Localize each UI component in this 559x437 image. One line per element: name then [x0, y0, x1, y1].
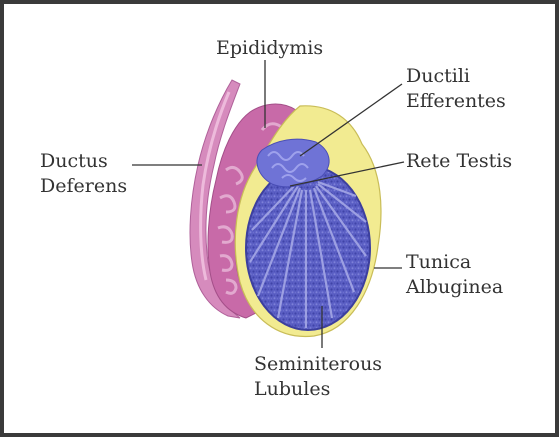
lobule-septa [249, 180, 367, 328]
label-rete-testis: Rete Testis [406, 150, 513, 172]
leader-rete-testis [289, 161, 405, 187]
leader-lines [132, 60, 405, 348]
ductuli-efferentes-tubes [267, 151, 309, 182]
ductus-deferens-lumen [199, 91, 231, 281]
label-epididymis: Epididymis [216, 37, 324, 59]
leader-ductili-efferentes [299, 83, 403, 157]
label-ductus-deferens-1: Ductus [40, 150, 108, 172]
label-ductili-efferentes-2: Efferentes [406, 90, 506, 112]
label-tunica-albuginea-2: Albuginea [406, 276, 504, 298]
label-ductus-deferens-2: Deferens [40, 175, 128, 197]
label-seminiferous-lobules-1: Seminiterous [254, 353, 383, 375]
label-ductili-efferentes-1: Ductili [406, 65, 470, 87]
testis-body [245, 165, 371, 331]
label-seminiferous-lobules-2: Lubules [254, 378, 331, 400]
label-tunica-albuginea-1: Tunica [406, 251, 472, 273]
